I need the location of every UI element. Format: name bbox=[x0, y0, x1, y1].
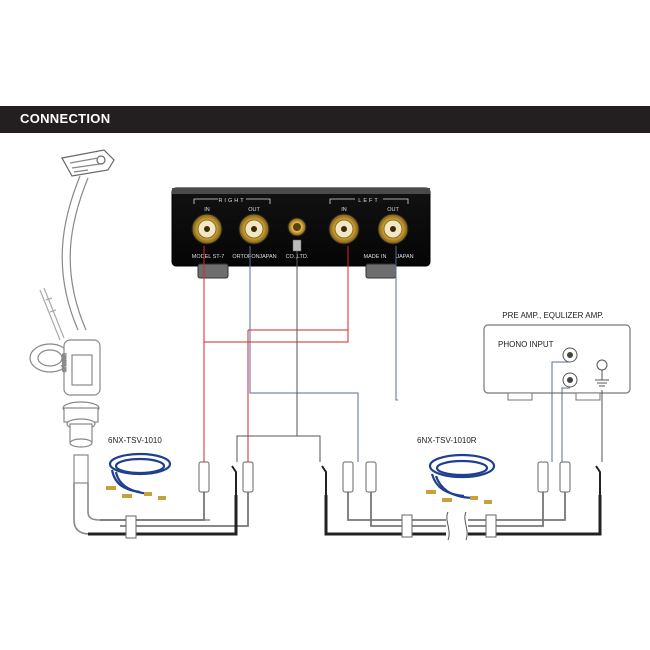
japan-label-right: JAPAN bbox=[259, 254, 276, 260]
arm-lift bbox=[39, 287, 65, 341]
wire-ground-b bbox=[297, 435, 321, 462]
phono-input-label: PHONO INPUT bbox=[498, 340, 554, 349]
right-out-label: OUT bbox=[248, 207, 260, 213]
phono-input-right bbox=[562, 347, 578, 363]
wire-blue-amp-l bbox=[561, 387, 570, 462]
left-channel-label: LEFT bbox=[358, 198, 379, 204]
wire-blue-out-right bbox=[249, 246, 359, 462]
pre-amp: PRE AMP., EQULIZER AMP. PHONO INPUT bbox=[483, 311, 631, 401]
left-in-label: IN bbox=[341, 207, 347, 213]
brand-label: ORTOFON bbox=[232, 254, 259, 260]
left-out-jack bbox=[377, 213, 409, 245]
wire-blue-amp-r bbox=[551, 361, 570, 462]
headshell bbox=[61, 149, 115, 177]
cable-right-coil-icon bbox=[426, 453, 496, 504]
right-channel-label: RIGHT bbox=[218, 198, 245, 204]
cable-left-label: 6NX-TSV-1010 bbox=[108, 436, 162, 445]
wire-ground-box bbox=[236, 251, 298, 462]
left-in-jack bbox=[328, 213, 360, 245]
right-in-label: IN bbox=[204, 207, 210, 213]
signal-wires bbox=[203, 246, 603, 462]
model-label: MODEL ST-7 bbox=[192, 254, 225, 260]
step-up-transformer: RIGHT LEFT IN OUT IN OUT bbox=[171, 187, 431, 279]
cable-left: 6NX-TSV-1010 bbox=[88, 436, 254, 539]
cable-left-plugs bbox=[198, 461, 254, 495]
made-in-label: MADE IN bbox=[364, 254, 387, 260]
wire-red-right bbox=[203, 246, 349, 343]
left-out-label: OUT bbox=[387, 207, 399, 213]
cable-right-label: 6NX-TSV-1010R bbox=[417, 436, 477, 445]
amp-title: PRE AMP., EQULIZER AMP. bbox=[502, 311, 604, 320]
right-in-jack bbox=[191, 213, 223, 245]
arm-tube bbox=[61, 175, 89, 331]
japan-label-left: JAPAN bbox=[396, 254, 413, 260]
phono-input-left bbox=[562, 372, 578, 388]
arm-cable bbox=[73, 454, 210, 535]
cable-right-plugs bbox=[321, 461, 601, 495]
cable-left-coil-icon bbox=[106, 452, 172, 500]
pivot-assembly: ortofon bbox=[29, 339, 101, 448]
tonearm-brand: ortofon bbox=[62, 353, 68, 372]
page-title: CONNECTION bbox=[20, 111, 111, 126]
header-bar: CONNECTION bbox=[0, 106, 650, 133]
ground-terminal bbox=[287, 217, 307, 252]
wire-blue-out-left bbox=[395, 246, 398, 401]
tonearm: ortofon bbox=[29, 149, 210, 535]
cable-right: 6NX-TSV-1010R bbox=[321, 436, 602, 541]
right-out-jack bbox=[238, 213, 270, 245]
amp-ground-terminal bbox=[595, 359, 609, 387]
